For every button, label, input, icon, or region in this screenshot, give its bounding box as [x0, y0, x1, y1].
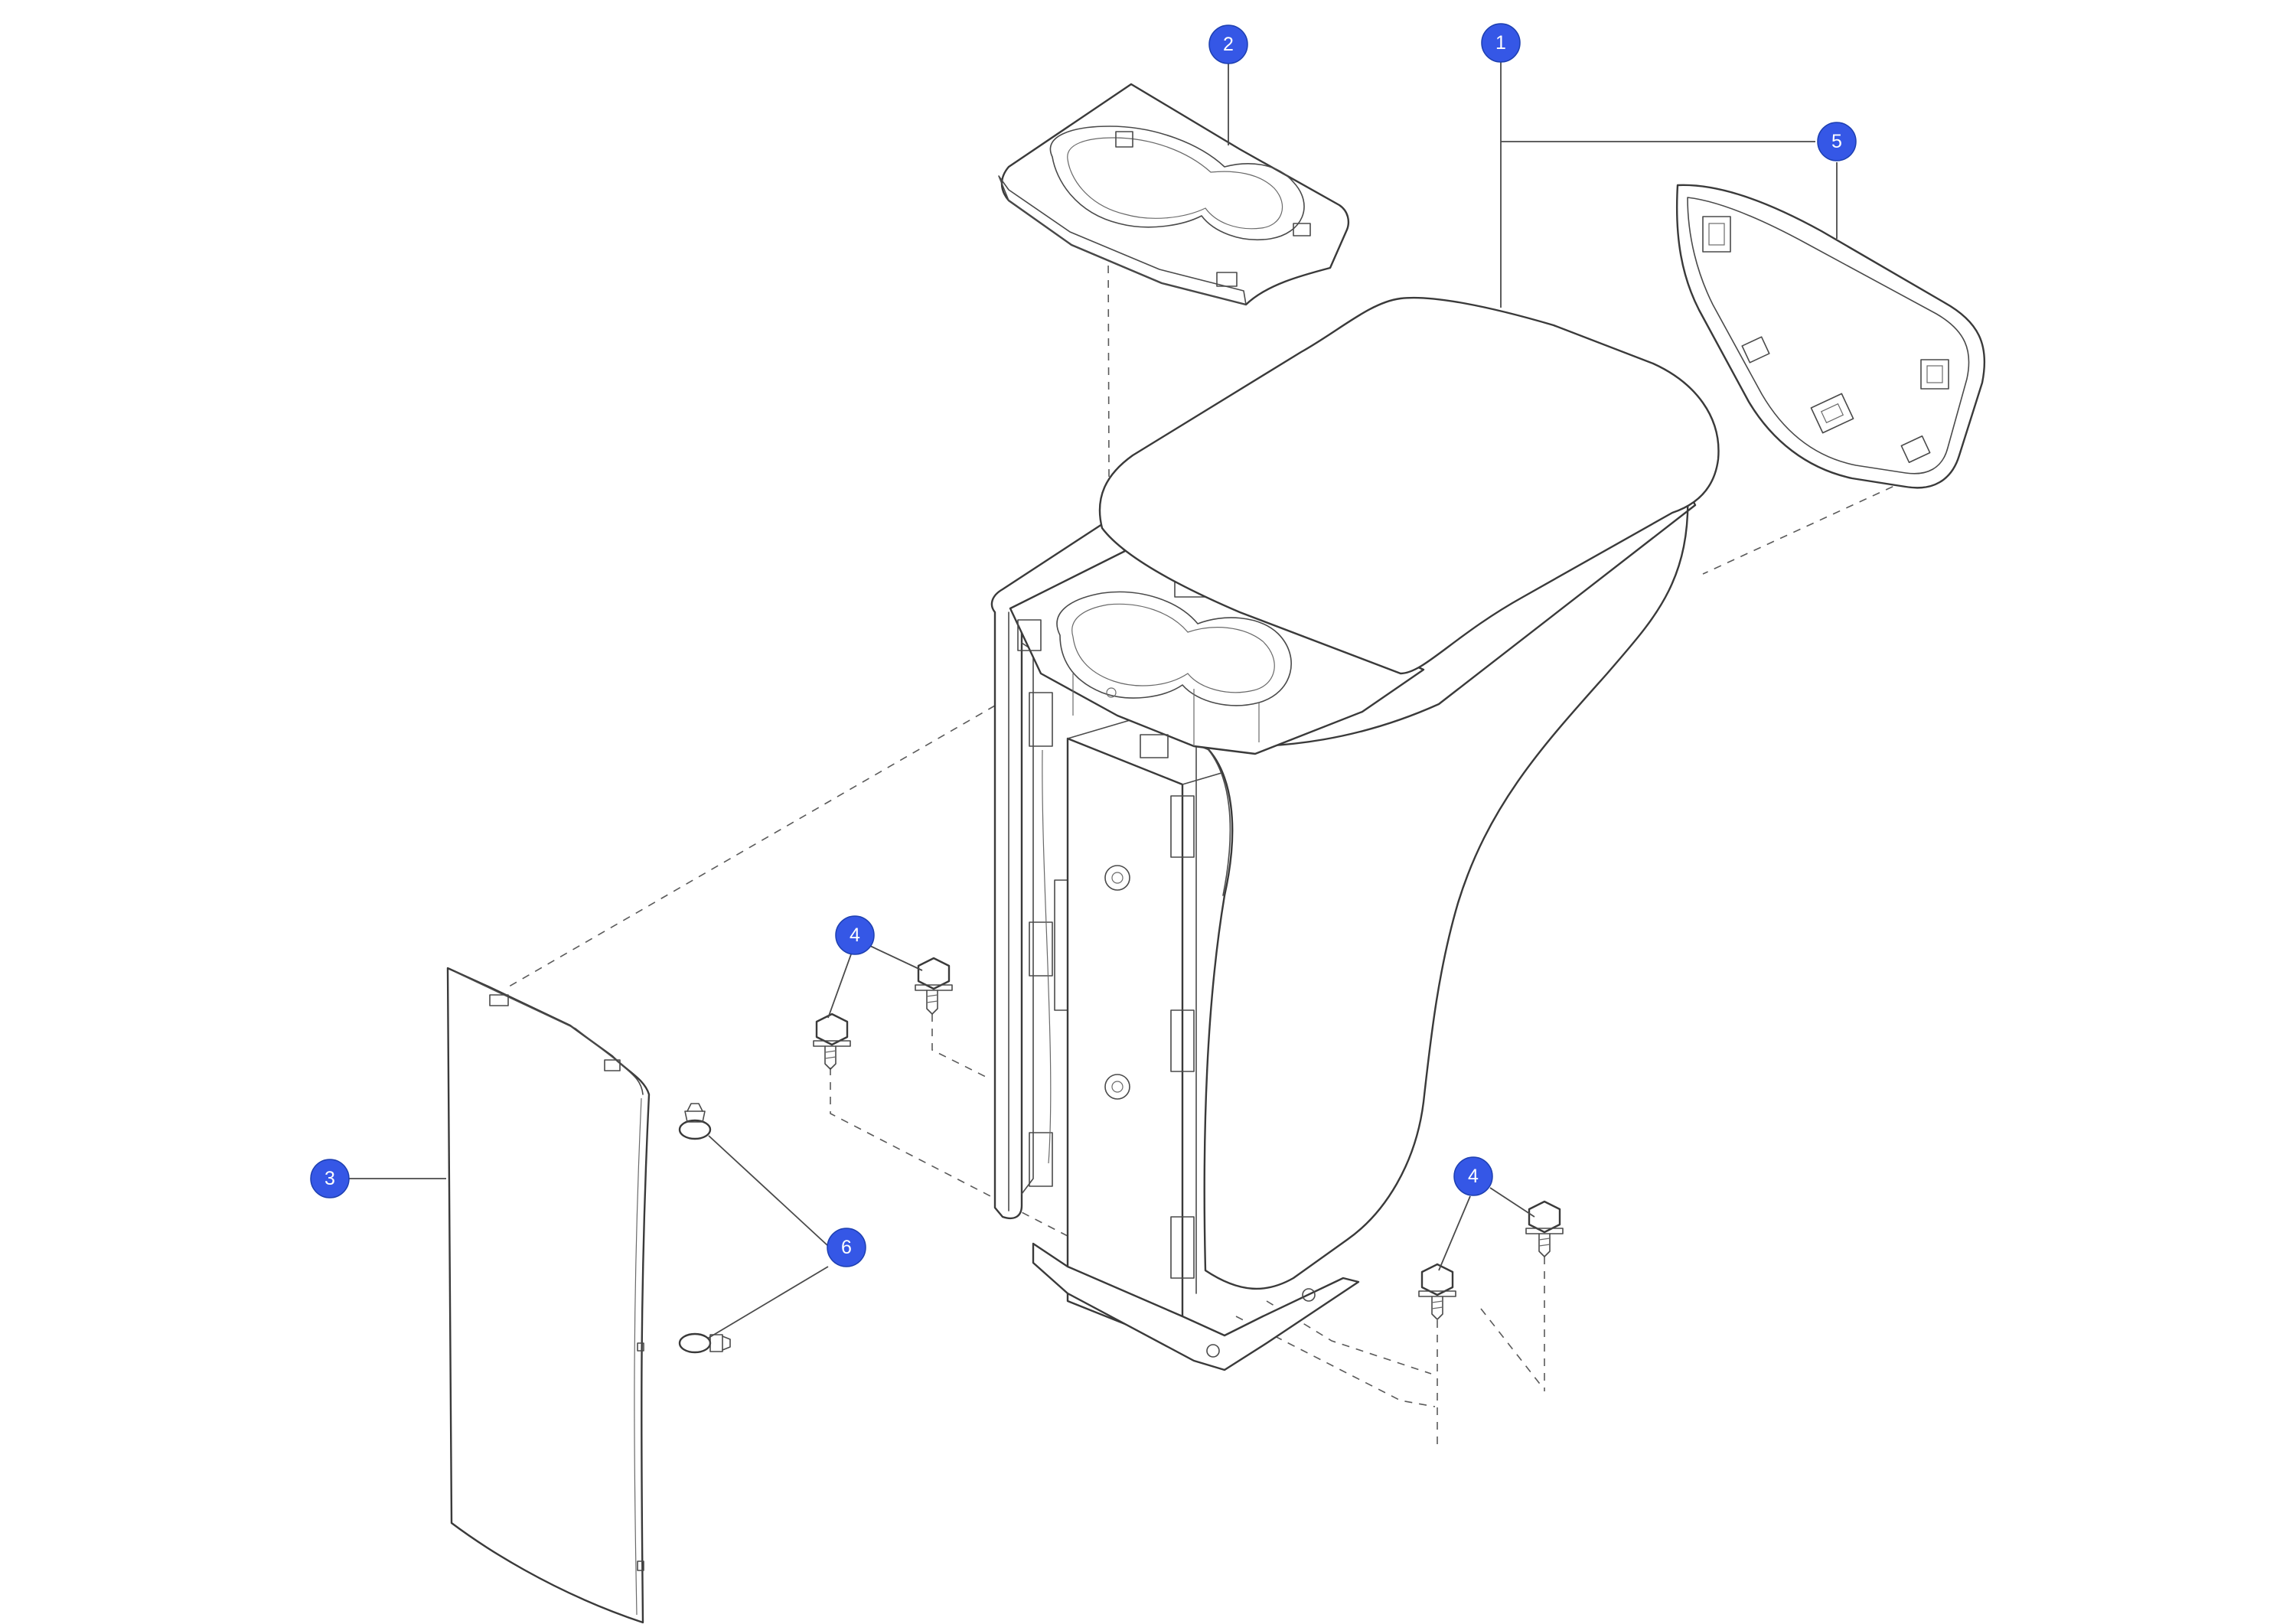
- side-cap-part: [1675, 184, 1986, 489]
- cap-clip: [1702, 216, 1731, 253]
- cap-clip: [1920, 359, 1949, 390]
- push-clip: [678, 1103, 712, 1140]
- callout-3: 3: [310, 1159, 350, 1198]
- callout-4-right: 4: [1453, 1156, 1493, 1196]
- leader-lines: [347, 61, 1838, 1339]
- console-body-part: [990, 296, 1720, 1371]
- callout-1: 1: [1481, 23, 1521, 63]
- cap-clip: [1741, 336, 1770, 364]
- svg-text:5: 5: [1831, 131, 1842, 152]
- callout-2: 2: [1208, 24, 1248, 64]
- svg-text:4: 4: [1468, 1166, 1479, 1187]
- callout-5: 5: [1817, 122, 1857, 161]
- callout-6: 6: [827, 1228, 866, 1267]
- svg-text:1: 1: [1495, 32, 1506, 54]
- cupholder-trim-part: [998, 83, 1350, 306]
- callout-4-left: 4: [835, 915, 875, 955]
- assembly-lines: [504, 250, 1933, 1450]
- svg-text:3: 3: [325, 1168, 335, 1189]
- bolt: [813, 1013, 851, 1070]
- cap-clip: [1810, 393, 1854, 434]
- bolt: [1418, 1263, 1456, 1320]
- svg-text:6: 6: [841, 1237, 852, 1258]
- rear-panel-part: [446, 967, 651, 1624]
- push-clip: [678, 1332, 731, 1354]
- svg-text:4: 4: [850, 925, 860, 946]
- bolt: [915, 957, 953, 1015]
- bolt: [1525, 1200, 1564, 1257]
- svg-text:2: 2: [1223, 34, 1234, 55]
- cap-clip: [1900, 435, 1931, 464]
